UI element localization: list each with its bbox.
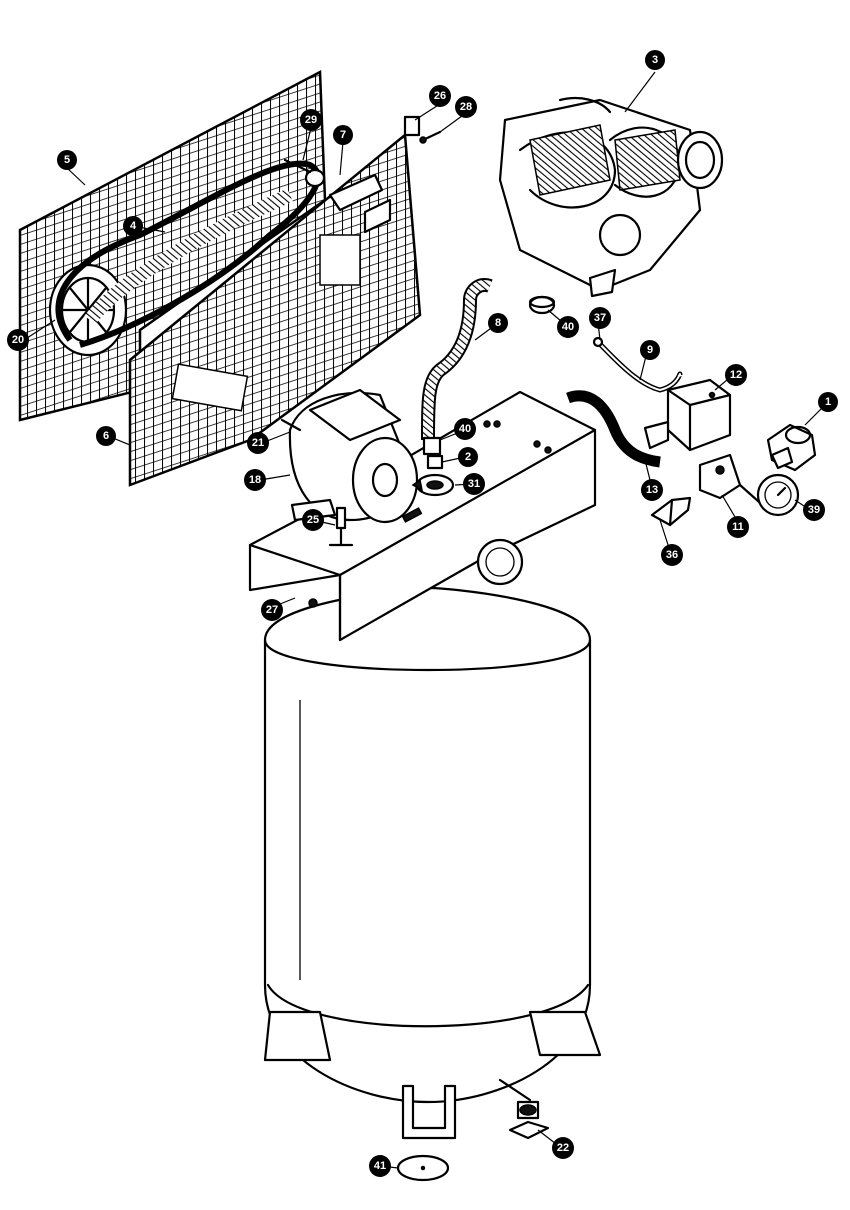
callout-28[interactable]: 28	[455, 96, 477, 118]
callout-12[interactable]: 12	[725, 364, 747, 386]
callout-41[interactable]: 41	[369, 1155, 391, 1177]
svg-text:40: 40	[459, 423, 471, 435]
svg-text:6: 6	[103, 430, 109, 442]
callout-6[interactable]: 6	[96, 426, 116, 446]
svg-text:37: 37	[594, 312, 606, 324]
callout-31[interactable]: 31	[463, 473, 485, 495]
svg-text:25: 25	[307, 514, 319, 526]
outlet-hose	[566, 390, 661, 468]
plug-cap	[528, 295, 556, 315]
svg-text:31: 31	[468, 478, 480, 490]
svg-text:3: 3	[652, 54, 658, 66]
svg-text:39: 39	[808, 504, 820, 516]
compressor-pump	[498, 96, 724, 298]
belt-guard-front	[128, 132, 422, 487]
check-valve	[650, 496, 692, 527]
callout-29[interactable]: 29	[300, 109, 322, 131]
callout-1[interactable]: 1	[818, 392, 838, 412]
svg-text:18: 18	[249, 474, 261, 486]
air-tank	[263, 586, 592, 1104]
callout-26[interactable]: 26	[429, 85, 451, 107]
callout-4[interactable]: 4	[123, 216, 143, 236]
motor-bolts	[328, 506, 354, 547]
drain-valve	[498, 1078, 550, 1140]
svg-text:22: 22	[557, 1142, 569, 1154]
callout-37[interactable]: 37	[589, 307, 611, 329]
guard-bracket	[283, 158, 392, 234]
svg-text:26: 26	[434, 90, 446, 102]
svg-text:8: 8	[495, 317, 501, 329]
safety-valve	[766, 423, 817, 472]
callout-13[interactable]: 13	[641, 479, 663, 501]
motor-platform	[248, 390, 597, 642]
pressure-gauge	[756, 473, 800, 517]
callout-40-top[interactable]: 40	[557, 316, 579, 338]
svg-text:11: 11	[732, 521, 744, 533]
svg-text:21: 21	[252, 437, 264, 449]
svg-text:28: 28	[460, 101, 472, 113]
unloader-tube	[592, 336, 683, 393]
v-belt	[55, 160, 321, 348]
tank-fittings	[411, 436, 455, 497]
callout-11[interactable]: 11	[727, 516, 749, 538]
callout-8[interactable]: 8	[488, 313, 508, 333]
callout-25[interactable]: 25	[302, 509, 324, 531]
svg-text:9: 9	[647, 344, 653, 356]
callout-2[interactable]: 2	[458, 447, 478, 467]
guard-clip	[403, 115, 442, 144]
callout-20[interactable]: 20	[7, 329, 29, 351]
callout-40-fitting[interactable]: 40	[454, 418, 476, 440]
callout-27[interactable]: 27	[261, 599, 283, 621]
svg-text:1: 1	[825, 396, 831, 408]
callout-36[interactable]: 36	[661, 544, 683, 566]
svg-text:41: 41	[374, 1160, 386, 1172]
discharge-tube	[421, 278, 493, 441]
svg-text:29: 29	[305, 114, 317, 126]
svg-text:2: 2	[465, 451, 471, 463]
manifold	[698, 453, 770, 512]
tank-feet	[263, 1010, 602, 1140]
electric-motor	[280, 388, 419, 524]
callout-9[interactable]: 9	[640, 340, 660, 360]
label-disc	[396, 1154, 450, 1182]
callout-18[interactable]: 18	[244, 469, 266, 491]
svg-text:27: 27	[266, 604, 278, 616]
svg-text:5: 5	[64, 154, 70, 166]
svg-text:36: 36	[666, 549, 678, 561]
svg-text:13: 13	[646, 484, 658, 496]
svg-text:40: 40	[562, 321, 574, 333]
svg-text:4: 4	[130, 220, 137, 232]
callout-22[interactable]: 22	[552, 1137, 574, 1159]
callout-3[interactable]: 3	[645, 50, 665, 70]
callout-21[interactable]: 21	[247, 432, 269, 454]
pressure-switch	[643, 378, 732, 452]
callout-39[interactable]: 39	[803, 499, 825, 521]
callout-7[interactable]: 7	[333, 125, 353, 145]
svg-text:20: 20	[12, 334, 24, 346]
callout-5[interactable]: 5	[57, 150, 77, 170]
svg-text:12: 12	[730, 369, 742, 381]
svg-text:7: 7	[340, 129, 346, 141]
